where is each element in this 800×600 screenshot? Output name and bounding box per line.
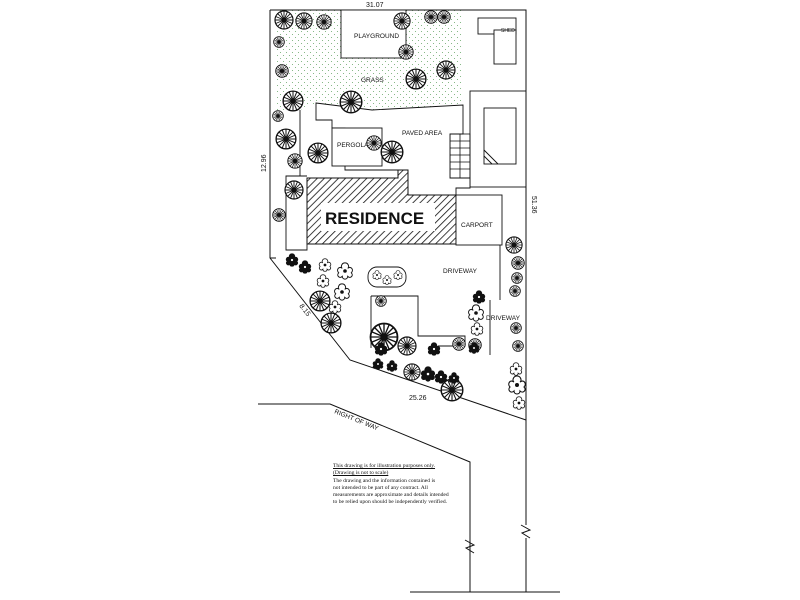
disclaimer-line-3: The drawing and the information containe… — [333, 477, 436, 484]
pool — [469, 90, 527, 188]
disclaimer-line-4: not intended to be part of any contract.… — [333, 484, 428, 491]
disclaimer-line-2: (Drawing is not to scale) — [333, 470, 389, 477]
label-grass: GRASS — [361, 77, 384, 84]
label-paved-area: PAVED AREA — [402, 130, 443, 137]
shrubs — [316, 258, 526, 410]
label-pergola: PERGOLA — [337, 142, 369, 149]
label-carport: CARPORT — [461, 222, 493, 229]
label-residence: RESIDENCE — [325, 209, 424, 228]
dimension-right: 51.36 — [530, 196, 537, 214]
dimension-top: 31.07 — [366, 2, 384, 9]
label-playground: PLAYGROUND — [354, 33, 399, 40]
carport-side-wall — [286, 175, 308, 251]
disclaimer-note: This drawing is for illustration purpose… — [333, 463, 473, 507]
disclaimer-line-1: This drawing is for illustration purpose… — [333, 463, 436, 469]
shed — [477, 17, 517, 65]
disclaimer-line-5: measurements are approximate and details… — [333, 492, 449, 499]
residence-label-box — [321, 203, 435, 231]
dimension-diagonal: 8.15 — [297, 303, 311, 318]
right-of-way-lines — [258, 403, 560, 593]
label-driveway-2: DRIVEWAY — [486, 315, 521, 322]
dimension-left: 12.96 — [261, 154, 268, 172]
carport — [455, 194, 503, 246]
label-shed: SHED — [501, 28, 515, 34]
disclaimer-line-6: to be relied upon should be independentl… — [333, 499, 448, 506]
label-driveway-1: DRIVEWAY — [443, 268, 478, 275]
steps — [449, 133, 471, 179]
label-right-of-way: RIGHT OF WAY — [333, 408, 380, 432]
dimension-bottom: 25.26 — [409, 395, 427, 402]
